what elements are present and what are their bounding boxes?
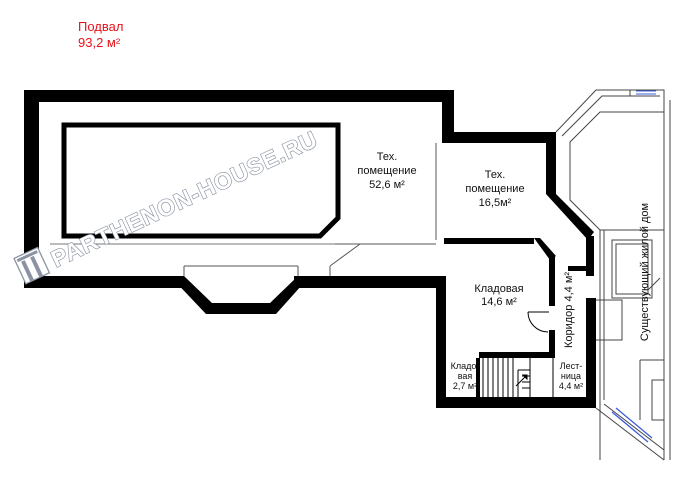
svg-text:вая: вая — [458, 371, 473, 381]
svg-text:2,7 м²: 2,7 м² — [453, 381, 477, 391]
staircase — [482, 358, 554, 397]
svg-text:Лест-: Лест- — [560, 361, 583, 371]
storage-walls — [444, 238, 556, 358]
outer-walls — [24, 90, 596, 408]
watermark-text: PARTHENON-HOUSE.RU — [47, 126, 322, 273]
watermark: PARTHENON-HOUSE.RU — [13, 125, 322, 285]
top-windows — [636, 90, 656, 95]
svg-text:16,5м²: 16,5м² — [479, 197, 512, 209]
existing-house-label: Существующий жилой дом — [639, 203, 651, 341]
svg-text:14,6 м²: 14,6 м² — [481, 296, 517, 308]
room-label-corridor: Коридор 4,4 м² — [563, 272, 575, 348]
svg-text:ница: ница — [561, 371, 581, 381]
floor-name: Подвал — [78, 19, 124, 34]
existing-house-outline — [555, 89, 671, 461]
room-label-tech-large: Тех. помещение 52,6 м² — [357, 151, 416, 191]
svg-text:помещение: помещение — [357, 165, 416, 177]
corridor-walls — [546, 194, 594, 276]
room-label-stair: Лест- ница 4,4 м² — [559, 361, 583, 391]
room-label-tech-small: Тех. помещение 16,5м² — [465, 169, 524, 209]
glazing — [611, 407, 653, 443]
svg-text:Тех.: Тех. — [485, 169, 506, 181]
svg-text:помещение: помещение — [465, 183, 524, 195]
floor-area: 93,2 м² — [78, 35, 121, 50]
svg-text:Тех.: Тех. — [377, 151, 398, 163]
svg-text:4,4 м²: 4,4 м² — [559, 381, 583, 391]
room-label-storage: Кладовая 14,6 м² — [474, 283, 523, 308]
door-swing — [527, 311, 549, 333]
inner-structure — [61, 122, 341, 239]
svg-text:Кладовая: Кладовая — [474, 283, 523, 295]
svg-text:52,6 м²: 52,6 м² — [369, 179, 405, 191]
svg-text:Кладо-: Кладо- — [451, 361, 480, 371]
bay-lines — [183, 143, 437, 276]
room-label-storage-small: Кладо- вая 2,7 м² — [451, 361, 480, 391]
